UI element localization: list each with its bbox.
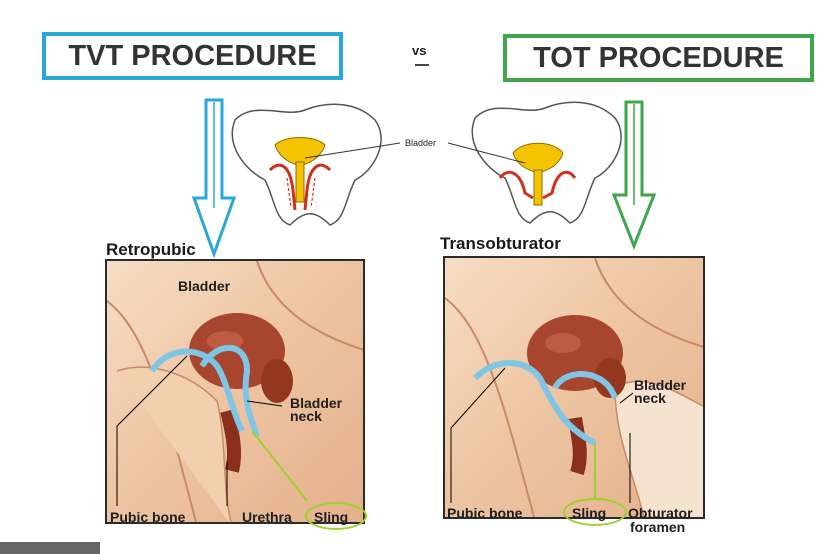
right-bladder-neck-label-2: neck <box>634 390 666 406</box>
retropubic-anatomy-drawing <box>107 261 363 522</box>
right-bladder-neck-label-1: Bladder <box>634 377 687 393</box>
tot-down-arrow-icon <box>611 100 657 251</box>
left-bladder-neck-label-1: Bladder <box>290 395 343 411</box>
right-obturator-label-1: Obturator <box>628 505 693 521</box>
retropubic-anatomy-panel <box>105 259 365 524</box>
right-pubic-bone-label: Pubic bone <box>447 505 523 521</box>
tot-title-text: TOT PROCEDURE <box>533 41 784 74</box>
bottom-edge-bar <box>0 542 100 554</box>
pelvis-bladder-label: Bladder <box>405 138 437 148</box>
tvt-down-arrow-icon <box>191 98 237 259</box>
retropubic-heading: Retropubic <box>106 240 196 259</box>
bladder-pointer-lines <box>304 142 526 164</box>
left-sling-label: Sling <box>314 509 349 525</box>
transobturator-anatomy-drawing <box>445 258 703 517</box>
left-urethra-label: Urethra <box>242 509 292 525</box>
left-pubic-bone-label: Pubic bone <box>110 509 186 525</box>
tvt-procedure-title: TVT PROCEDURE <box>42 32 343 80</box>
right-sling-label: Sling <box>572 505 607 521</box>
vs-label: vs <box>412 43 427 58</box>
tot-pelvis-illustration <box>471 101 622 224</box>
tvt-pelvis-illustration <box>231 103 382 226</box>
right-sling-highlight <box>563 498 627 526</box>
left-bladder-label: Bladder <box>178 278 231 294</box>
tot-procedure-title: TOT PROCEDURE <box>503 34 814 82</box>
transobturator-heading: Transobturator <box>440 234 561 253</box>
transobturator-anatomy-panel <box>443 256 705 519</box>
left-bladder-neck-label-2: neck <box>290 408 322 424</box>
vs-underline <box>415 64 429 66</box>
left-sling-highlight <box>305 502 367 530</box>
tvt-title-text: TVT PROCEDURE <box>68 39 317 72</box>
right-obturator-label-2: foramen <box>630 519 686 535</box>
